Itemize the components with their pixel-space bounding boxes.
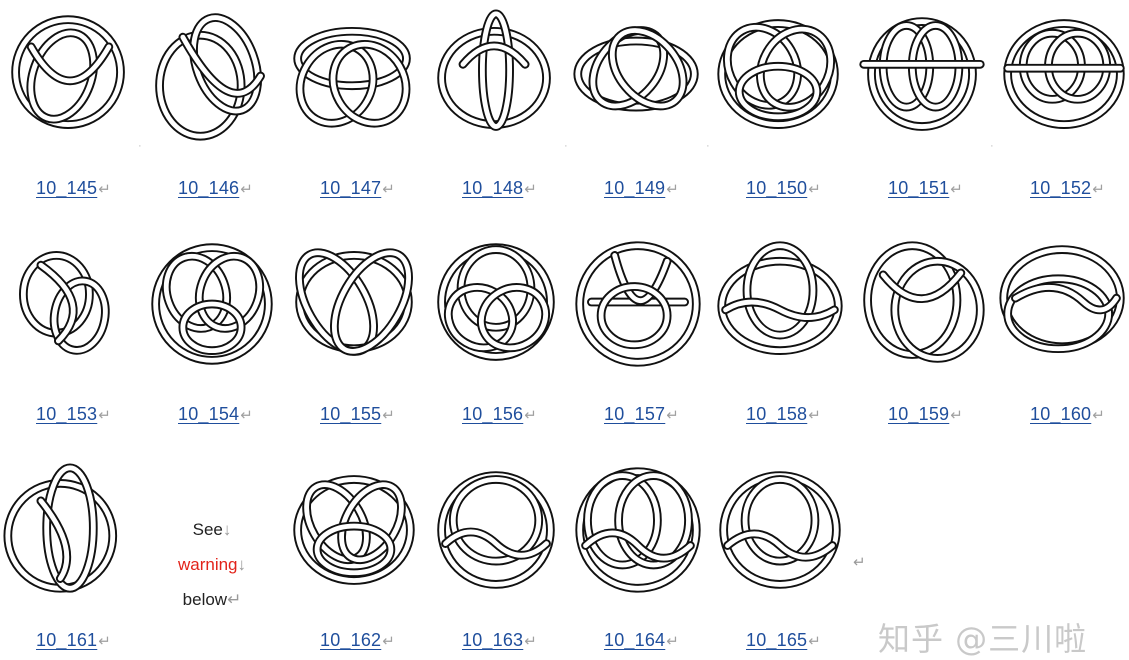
cell-marker: · <box>564 140 568 152</box>
knot-svg <box>570 236 706 372</box>
knot-link-10-159[interactable]: 10_159↵ <box>888 404 963 425</box>
knot-diagram <box>712 236 848 372</box>
warning-line-below: below↵ <box>152 582 272 617</box>
knot-svg <box>570 462 706 598</box>
knot-diagram <box>712 8 848 144</box>
zhihu-watermark: 知乎 @三川啦 <box>878 614 1087 660</box>
knot-svg <box>144 8 280 144</box>
knot-svg <box>144 236 280 372</box>
knot-strand-fill <box>728 534 833 557</box>
knot-link-10-152[interactable]: 10_152↵ <box>1030 178 1105 199</box>
knot-link-10-156[interactable]: 10_156↵ <box>462 404 537 425</box>
knot-link-10-153[interactable]: 10_153↵ <box>36 404 111 425</box>
warning-note: See↓ warning↓ below↵ <box>152 512 272 617</box>
knot-diagram <box>2 8 138 144</box>
knot-diagram <box>570 8 706 144</box>
knot-link-10-163[interactable]: 10_163↵ <box>462 630 537 651</box>
knot-link-10-161[interactable]: 10_161↵ <box>36 630 111 651</box>
knot-diagram <box>286 462 422 598</box>
knot-link-10-145[interactable]: 10_145↵ <box>36 178 111 199</box>
knot-diagram <box>286 8 422 144</box>
cell-marker: · <box>706 140 710 152</box>
cell-marker: · <box>138 140 142 152</box>
knot-link-10-150[interactable]: 10_150↵ <box>746 178 821 199</box>
knot-diagram <box>2 462 138 598</box>
warning-line-see: See↓ <box>152 512 272 547</box>
knot-svg <box>712 462 848 598</box>
knot-diagram <box>144 8 280 144</box>
knot-svg <box>570 8 706 144</box>
knot-link-10-151[interactable]: 10_151↵ <box>888 178 963 199</box>
knot-svg <box>712 8 848 144</box>
knot-diagram <box>144 236 280 372</box>
knot-svg <box>428 8 564 144</box>
knot-svg <box>2 236 138 372</box>
knot-diagram <box>286 236 422 372</box>
knot-diagram <box>2 236 138 372</box>
knot-link-10-149[interactable]: 10_149↵ <box>604 178 679 199</box>
knot-diagram <box>570 236 706 372</box>
knot-link-10-160[interactable]: 10_160↵ <box>1030 404 1105 425</box>
paragraph-return-mark: ↵ <box>853 553 866 571</box>
knot-diagram <box>570 462 706 598</box>
knot-svg <box>286 236 422 372</box>
knot-svg <box>854 8 990 144</box>
knot-svg <box>2 462 138 598</box>
knot-svg <box>996 8 1129 144</box>
knot-diagram <box>854 8 990 144</box>
cell-marker: · <box>990 140 994 152</box>
knot-link-10-148[interactable]: 10_148↵ <box>462 178 537 199</box>
knot-link-10-147[interactable]: 10_147↵ <box>320 178 395 199</box>
knot-link-10-158[interactable]: 10_158↵ <box>746 404 821 425</box>
knot-link-10-155[interactable]: 10_155↵ <box>320 404 395 425</box>
knot-svg <box>854 236 990 372</box>
knot-strand-fill <box>726 302 835 318</box>
knot-diagram <box>712 462 848 598</box>
knot-diagram <box>996 8 1129 144</box>
knot-link-10-154[interactable]: 10_154↵ <box>178 404 253 425</box>
knot-diagram <box>428 8 564 144</box>
knot-diagram <box>996 236 1129 372</box>
knot-svg <box>2 8 138 144</box>
knot-link-10-157[interactable]: 10_157↵ <box>604 404 679 425</box>
knot-svg <box>286 462 422 598</box>
knot-svg <box>712 236 848 372</box>
warning-line-warning: warning↓ <box>152 547 272 582</box>
knot-link-10-165[interactable]: 10_165↵ <box>746 630 821 651</box>
knot-strand-fill <box>724 476 837 585</box>
knot-diagram <box>428 462 564 598</box>
knot-svg <box>286 8 422 144</box>
knot-link-10-162[interactable]: 10_162↵ <box>320 630 395 651</box>
knot-link-10-164[interactable]: 10_164↵ <box>604 630 679 651</box>
knot-diagram <box>854 236 990 372</box>
knot-svg <box>996 236 1129 372</box>
knot-link-10-146[interactable]: 10_146↵ <box>178 178 253 199</box>
knot-svg <box>428 236 564 372</box>
knot-svg <box>428 462 564 598</box>
knot-diagram <box>428 236 564 372</box>
